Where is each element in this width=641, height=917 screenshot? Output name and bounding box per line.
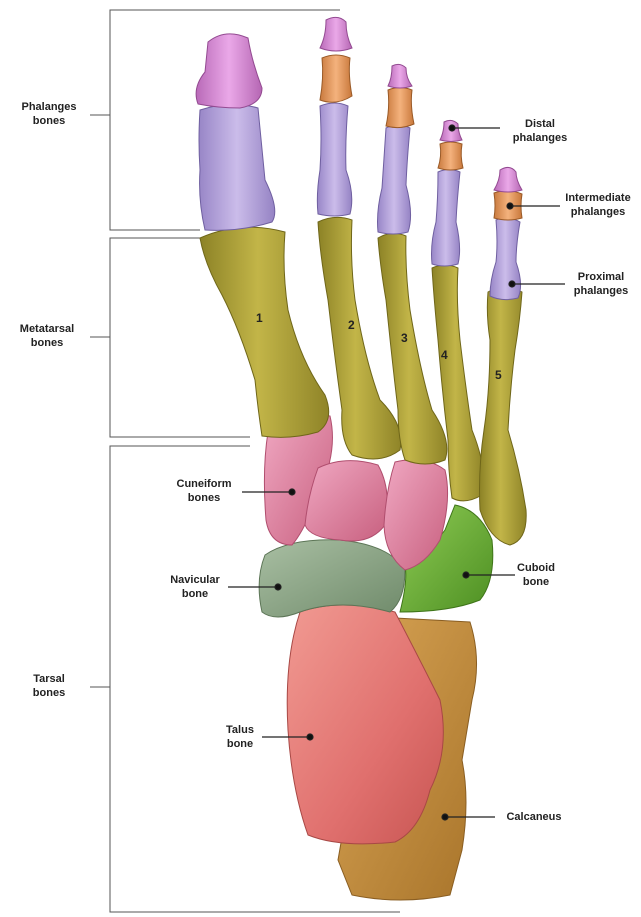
metatarsal-1	[200, 227, 329, 437]
proximal-phalanx-1	[199, 104, 275, 230]
distal-phalanges-label: Distal phalanges	[500, 117, 580, 145]
intermediate-phalanx-3	[386, 88, 414, 128]
intermediate-cuneiform	[305, 461, 387, 541]
metatarsal-4	[432, 265, 484, 501]
cuboid-label-line1: Cuboid	[506, 561, 566, 575]
metatarsal-number-1: 1	[256, 311, 263, 325]
metatarsal-bones-label: Metatarsal bones	[6, 322, 88, 350]
cuneiform-bones-label: Cuneiform bones	[166, 477, 242, 505]
proximal-phalanx-4	[432, 170, 461, 267]
intermediate-label-line2: phalanges	[556, 205, 640, 219]
intermediate-label-line1: Intermediate	[556, 191, 640, 205]
calcaneus-label-line1: Calcaneus	[494, 810, 574, 824]
distal-phalanx-2	[320, 17, 352, 51]
phalanges-bones-label: Phalanges bones	[10, 100, 88, 128]
cuboid-bone-label: Cuboid bone	[506, 561, 566, 589]
distal-label-line1: Distal	[500, 117, 580, 131]
metatarsal-number-2: 2	[348, 318, 355, 332]
distal-label-line2: phalanges	[500, 131, 580, 145]
phalanges-label-line2: bones	[10, 114, 88, 128]
proximal-label-line1: Proximal	[562, 270, 640, 284]
talus-bone-label: Talus bone	[216, 723, 264, 751]
intermediate-phalanx-4	[438, 142, 463, 170]
tarsal-label-line2: bones	[14, 686, 84, 700]
cuneiform-label-line2: bones	[166, 491, 242, 505]
intermediate-phalanx-2	[320, 55, 352, 102]
talus-label-line1: Talus	[216, 723, 264, 737]
metatarsal-number-3: 3	[401, 331, 408, 345]
distal-phalanx-3	[388, 64, 412, 88]
tarsal-bones-label: Tarsal bones	[14, 672, 84, 700]
proximal-phalanx-5	[490, 218, 521, 300]
tarsal-label-line1: Tarsal	[14, 672, 84, 686]
calcaneus-label: Calcaneus	[494, 810, 574, 824]
cuboid-label-line2: bone	[506, 575, 566, 589]
metatarsal-number-4: 4	[441, 348, 448, 362]
navicular-label-line1: Navicular	[160, 573, 230, 587]
talus-label-line2: bone	[216, 737, 264, 751]
proximal-label-line2: phalanges	[562, 284, 640, 298]
metatarsal-label-line1: Metatarsal	[6, 322, 88, 336]
proximal-phalanges-label: Proximal phalanges	[562, 270, 640, 298]
distal-phalanx-1	[196, 34, 262, 108]
navicular-bone	[259, 540, 405, 617]
metatarsal-5	[480, 287, 527, 545]
distal-phalanx-5	[494, 167, 522, 192]
metatarsal-number-5: 5	[495, 368, 502, 382]
intermediate-phalanges-label: Intermediate phalanges	[556, 191, 640, 219]
phalanges-label-line1: Phalanges	[10, 100, 88, 114]
navicular-label-line2: bone	[160, 587, 230, 601]
cuneiform-label-line1: Cuneiform	[166, 477, 242, 491]
metatarsal-label-line2: bones	[6, 336, 88, 350]
navicular-bone-label: Navicular bone	[160, 573, 230, 601]
proximal-phalanx-3	[378, 125, 411, 234]
proximal-phalanx-2	[317, 103, 351, 216]
